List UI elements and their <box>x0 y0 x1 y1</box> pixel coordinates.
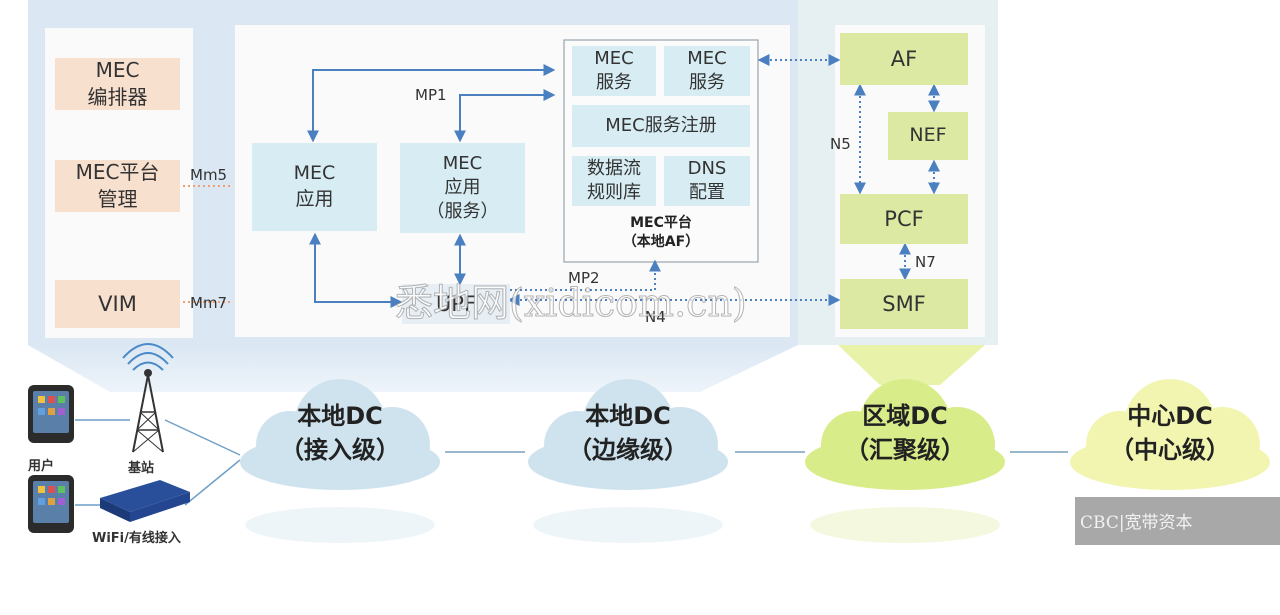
n7-label: N7 <box>915 253 936 271</box>
mec-service-registry-box: MEC服务注册 <box>572 105 750 147</box>
reflection-aggregation <box>810 507 1000 543</box>
router-icon <box>100 480 190 522</box>
core-funnel <box>838 345 985 385</box>
smf-box: SMF <box>840 279 968 329</box>
cloud-aggregation <box>805 379 1005 490</box>
panel-funnel <box>28 345 798 392</box>
phone-icon <box>28 385 74 443</box>
cloud-edge <box>528 379 728 490</box>
af-box: AF <box>840 33 968 85</box>
dns-config-box: DNS 配置 <box>664 156 750 206</box>
logo-background <box>1075 497 1280 545</box>
reflection-access <box>245 507 435 543</box>
phone-icon <box>28 475 74 533</box>
dc-center-label: 中心DC （中心级） <box>1110 402 1230 464</box>
mec-service-box-2: MEC 服务 <box>664 46 750 96</box>
arrow-appsvc-to-services <box>454 89 556 143</box>
mec-platform-mgmt-box: MEC平台 管理 <box>55 160 180 212</box>
pcf-box: PCF <box>840 194 968 244</box>
mec-service-box-1: MEC 服务 <box>572 46 656 96</box>
cell-tower-icon <box>122 343 174 453</box>
reflection-edge <box>533 507 723 543</box>
wifi-access-label: WiFi/有线接入 <box>92 531 181 546</box>
dc-aggregation-label: 区域DC （汇聚级） <box>845 402 965 464</box>
user-label: 用户 <box>28 459 55 474</box>
mm7-label: Mm7 <box>190 294 228 312</box>
cbc-logo: CBC|宽带资本 <box>1080 513 1193 533</box>
dc-access-label: 本地DC （接入级） <box>280 402 400 464</box>
vim-box: VIM <box>55 280 180 328</box>
mm5-label: Mm5 <box>190 166 228 184</box>
link-wifi-dc <box>184 459 241 506</box>
mec-platform-title: MEC平台 （本地AF） <box>622 215 700 250</box>
base-station-label: 基站 <box>128 461 155 476</box>
cloud-access <box>240 379 440 490</box>
arrow-app-to-upf <box>309 232 403 308</box>
cloud-center <box>1070 379 1270 490</box>
arrow-app-to-services <box>307 64 556 143</box>
n5-label: N5 <box>830 135 851 153</box>
dc-edge-label: 本地DC （边缘级） <box>568 402 688 464</box>
mec-orchestrator-box: MEC 编排器 <box>55 58 180 110</box>
n4-label: N4 <box>645 308 666 326</box>
mp2-label: MP2 <box>568 269 600 287</box>
link-bs-dc <box>164 419 241 456</box>
upf-box: UPF <box>402 284 510 324</box>
watermark-text: 悉地网(xidicom.cn) <box>395 281 748 326</box>
mp1-label: MP1 <box>415 86 447 104</box>
mec-app-box: MEC 应用 <box>252 143 377 231</box>
mec-app-service-box: MEC 应用 （服务） <box>400 143 525 233</box>
nef-box: NEF <box>888 112 968 160</box>
traffic-rules-box: 数据流 规则库 <box>572 156 656 206</box>
